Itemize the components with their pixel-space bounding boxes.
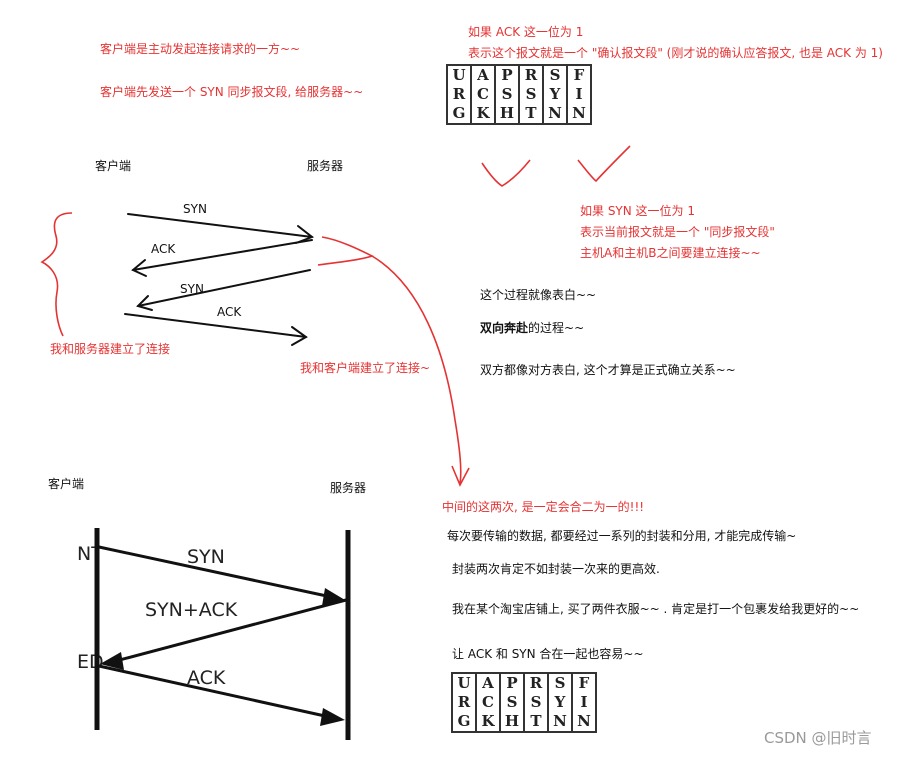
d2-syn-label: SYN: [187, 546, 225, 568]
d2-ack-arrow: [98, 664, 335, 720]
d2-client-label: 客户端: [48, 477, 85, 491]
d1-red-brace: [40, 212, 73, 337]
d1-client-connected: 我和服务器建立了连接: [50, 342, 171, 356]
analogy-bold: 双向奔赴: [480, 321, 529, 335]
d1-server-label: 服务器: [307, 159, 344, 173]
d1-syn1-arrow: [127, 213, 313, 238]
syn-note-line1: 如果 SYN 这一位为 1: [580, 204, 696, 218]
note-client-sends-syn: 客户端先发送一个 SYN 同步报文段, 给服务器~~: [100, 85, 364, 99]
d1-server-connected: 我和客户端建立了连接~: [300, 361, 431, 375]
d2-server-label: 服务器: [330, 481, 367, 495]
merge-note-line2: 封装两次肯定不如封装一次来的更高效.: [452, 562, 660, 576]
d1-ack2-label: ACK: [217, 305, 242, 319]
d2-syn-arrow: [98, 545, 337, 600]
d2-ack-label: ACK: [187, 667, 226, 689]
analogy-line3: 双方都像对方表白, 这个才算是正式确立关系~~: [480, 363, 736, 377]
red-check-syn: [577, 145, 631, 183]
merge-note-title: 中间的这两次, 是一定会合二为一的!!!: [442, 500, 645, 514]
analogy-line1: 这个过程就像表白~~: [480, 288, 597, 302]
d2-synack-label: SYN+ACK: [145, 599, 238, 621]
syn-note-line2: 表示当前报文就是一个 "同步报文段": [580, 225, 775, 239]
red-check-ack: [481, 159, 531, 187]
analogy-rest: 的过程~~: [528, 321, 585, 335]
ack-note-line2: 表示这个报文就是一个 "确认报文段" (刚才说的确认应答报文, 也是 ACK 为…: [468, 46, 883, 60]
diagram1-arrows: [124, 213, 315, 346]
long-red-arrow: [371, 255, 462, 485]
d1-ack1-arrow: [132, 239, 313, 271]
d1-ack1-label: ACK: [151, 242, 176, 256]
syn-note-line3: 主机A和主机B之间要建立连接~~: [580, 246, 761, 260]
csdn-watermark: CSDN @旧时言: [764, 729, 872, 747]
d1-syn1-label: SYN: [183, 202, 207, 216]
diagram2: [94, 528, 351, 740]
analogy-line2: 双向奔赴的过程~~: [480, 320, 584, 336]
merge-note-line3: 我在某个淘宝店铺上, 买了两件衣服~~ . 肯定是打一个包裹发给我更好的~~: [452, 602, 860, 616]
d1-client-label: 客户端: [95, 159, 132, 173]
d2-synack-arrow: [111, 598, 347, 664]
note-client-initiates: 客户端是主动发起连接请求的一方~~: [100, 42, 301, 56]
merge-note-line1: 每次要传输的数据, 都要经过一系列的封装和分用, 才能完成传输~: [447, 529, 797, 543]
d1-red-curve: [317, 236, 375, 266]
merge-note-line4: 让 ACK 和 SYN 合在一起也容易~~: [452, 647, 644, 661]
ack-note-line1: 如果 ACK 这一位为 1: [468, 25, 584, 39]
d1-syn2-arrow: [137, 269, 311, 307]
d1-ack2-arrow: [124, 313, 307, 338]
